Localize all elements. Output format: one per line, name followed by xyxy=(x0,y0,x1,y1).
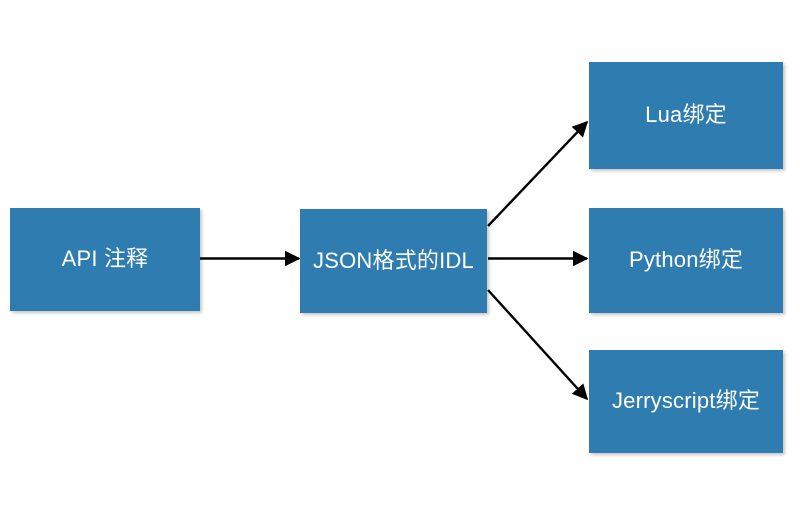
node-lua-binding[interactable]: Lua绑定 xyxy=(589,62,783,169)
edge-idl-to-jerry xyxy=(487,289,589,401)
node-api-annotation[interactable]: API 注释 xyxy=(10,208,200,311)
node-jerryscript-binding[interactable]: Jerryscript绑定 xyxy=(589,350,783,453)
node-jerryscript-binding-label: Jerryscript绑定 xyxy=(611,388,761,414)
node-python-binding[interactable]: Python绑定 xyxy=(589,208,783,313)
node-json-idl-label: JSON格式的IDL xyxy=(313,247,474,273)
node-lua-binding-label: Lua绑定 xyxy=(645,102,727,128)
node-json-idl[interactable]: JSON格式的IDL xyxy=(300,209,487,313)
node-api-annotation-label: API 注释 xyxy=(61,246,149,272)
edge-idl-to-lua xyxy=(487,120,589,227)
node-python-binding-label: Python绑定 xyxy=(628,247,744,273)
